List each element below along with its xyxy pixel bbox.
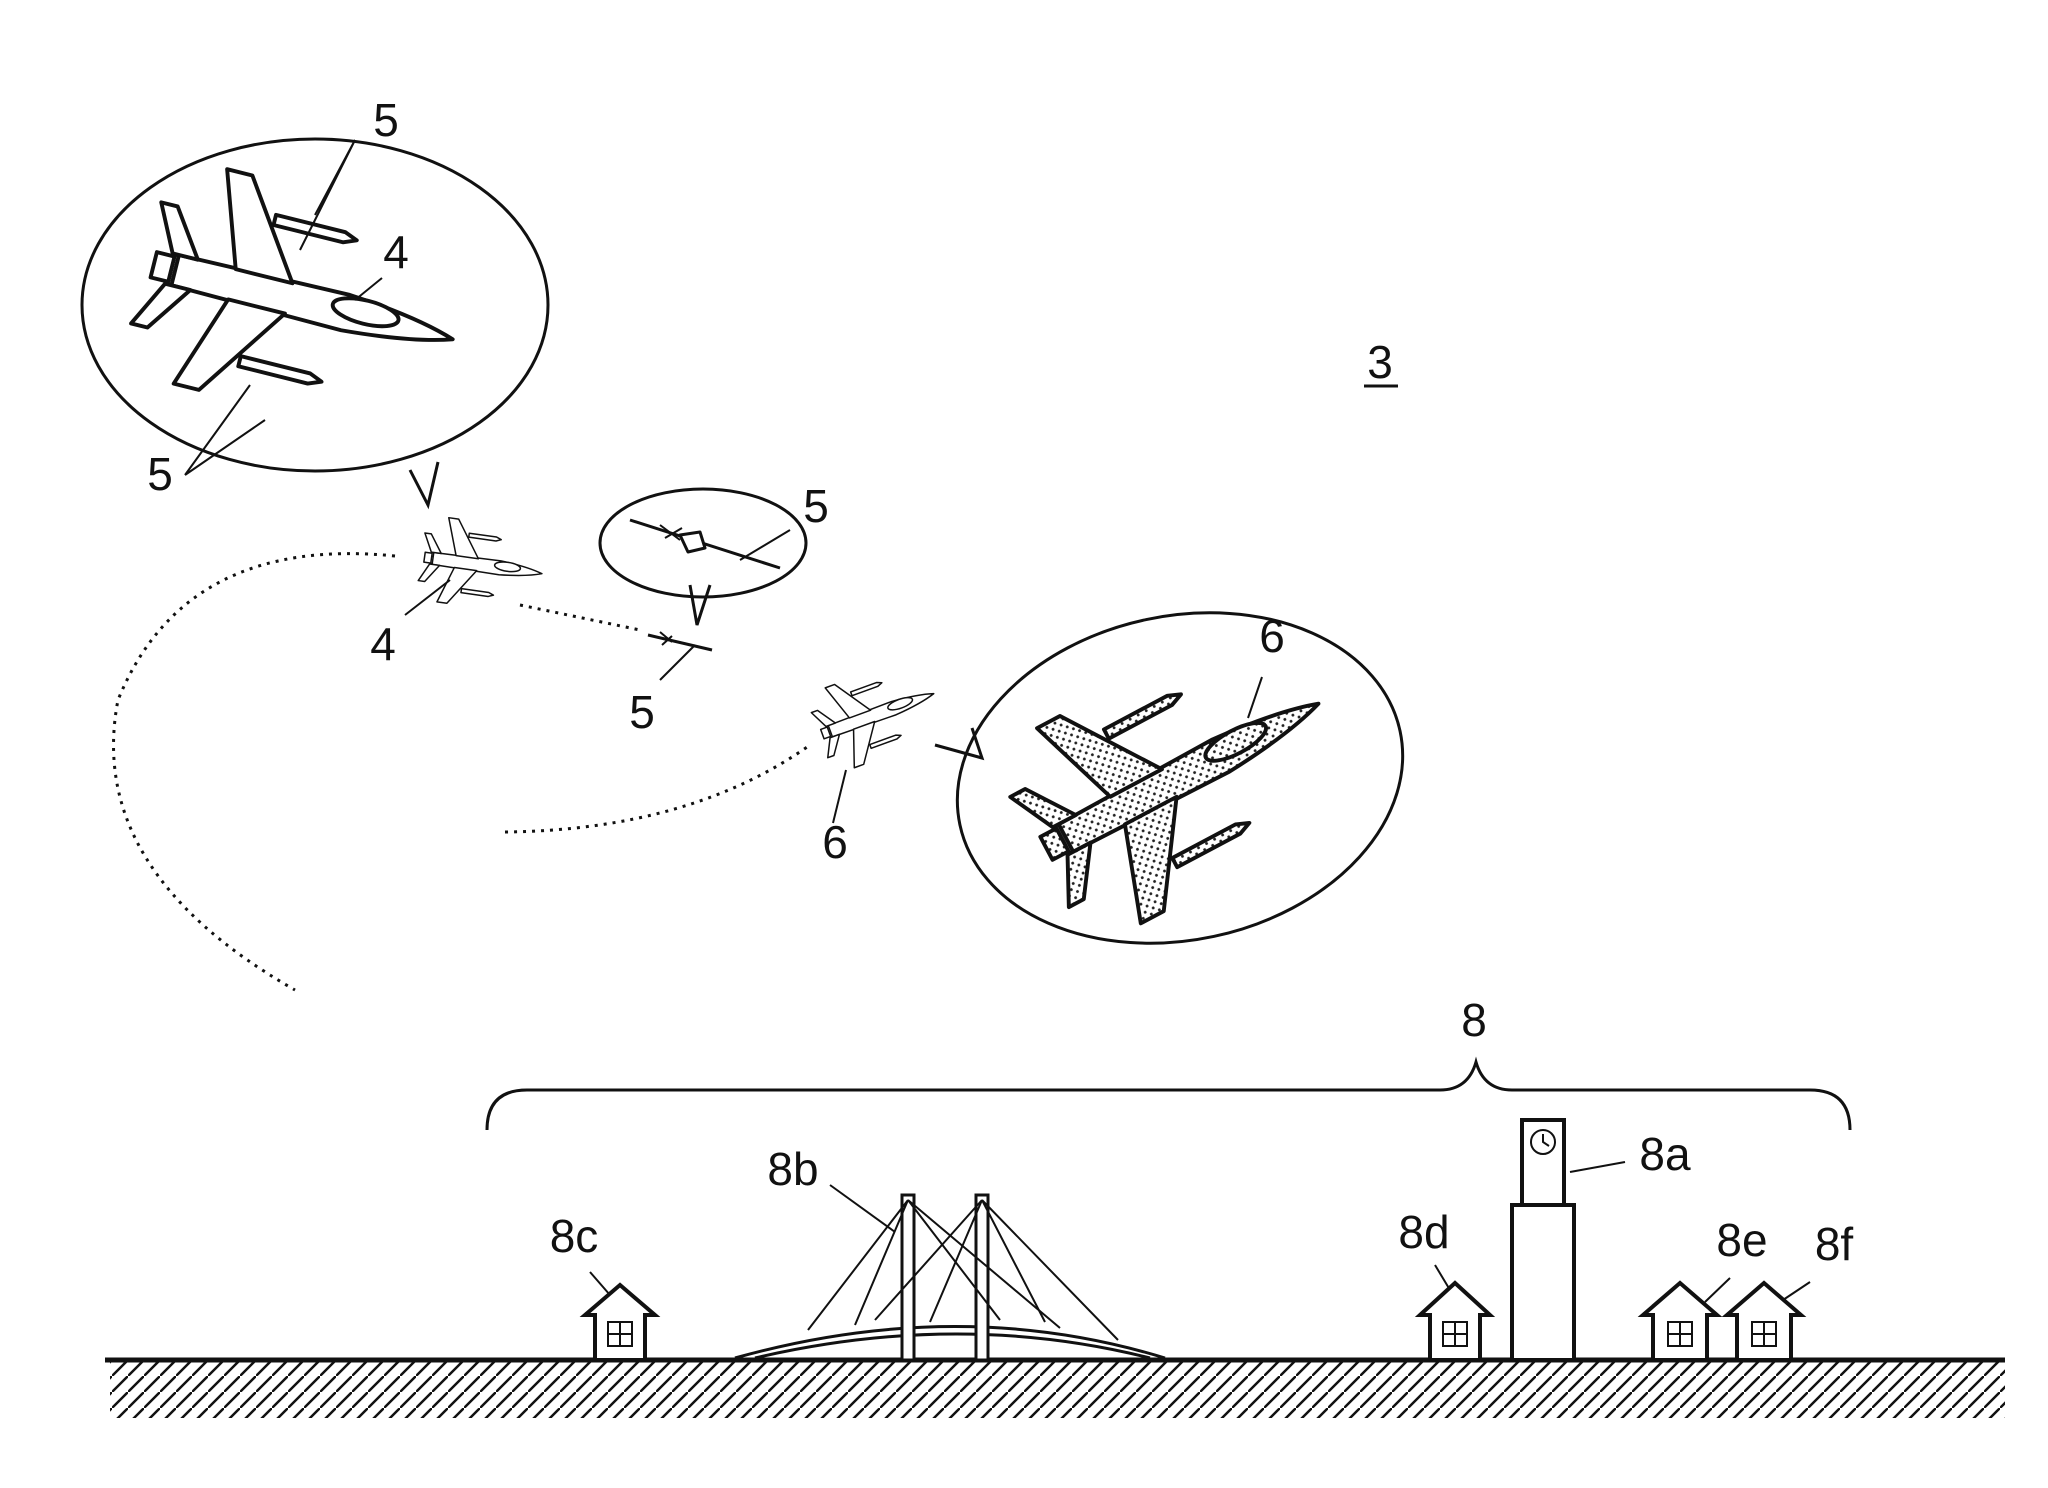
label-house-c: 8c xyxy=(550,1210,599,1262)
house-d-icon xyxy=(1414,1280,1496,1362)
figure-number: 3 xyxy=(1364,336,1398,388)
fighter-zoom-icon xyxy=(117,153,482,449)
clock-tower-icon xyxy=(1510,1118,1576,1362)
missile-zoom-bubble xyxy=(598,487,808,626)
label-enemy-zoom: 6 xyxy=(1259,610,1285,662)
label-fighter-zoom-missiles-bottom: 5 xyxy=(147,448,173,500)
ground-group-brace xyxy=(485,1056,1852,1131)
label-fighter-small: 4 xyxy=(370,618,396,670)
bridge-icon xyxy=(734,1193,1166,1362)
enemy-zoom-icon xyxy=(985,604,1373,952)
label-tower: 8a xyxy=(1639,1128,1691,1180)
label-missile-small: 5 xyxy=(629,686,655,738)
house-c-icon xyxy=(579,1282,661,1362)
fighter-zoom-bubble xyxy=(80,137,550,510)
label-house-f: 8f xyxy=(1815,1218,1854,1270)
label-fighter-zoom-body: 4 xyxy=(383,226,409,278)
missile-zoom-icon xyxy=(629,518,781,570)
leader-lines xyxy=(184,139,1811,1303)
enemy-zoom-bubble xyxy=(934,611,1405,945)
label-house-e: 8e xyxy=(1716,1214,1767,1266)
label-bridge: 8b xyxy=(767,1143,818,1195)
enemy-small-icon xyxy=(804,652,950,776)
svg-text:3: 3 xyxy=(1367,336,1393,388)
label-fighter-zoom-missiles-top: 5 xyxy=(373,94,399,146)
label-house-d: 8d xyxy=(1398,1206,1449,1258)
flight-paths xyxy=(112,552,811,992)
label-enemy-small: 6 xyxy=(822,816,848,868)
label-ground-group: 8 xyxy=(1461,994,1487,1046)
house-e-icon xyxy=(1637,1280,1723,1362)
ground-strip xyxy=(105,1357,2005,1418)
missile-small-icon xyxy=(647,631,713,652)
house-f-icon xyxy=(1721,1280,1807,1362)
fighter-small-icon xyxy=(414,513,549,617)
label-missile-zoom: 5 xyxy=(803,480,829,532)
